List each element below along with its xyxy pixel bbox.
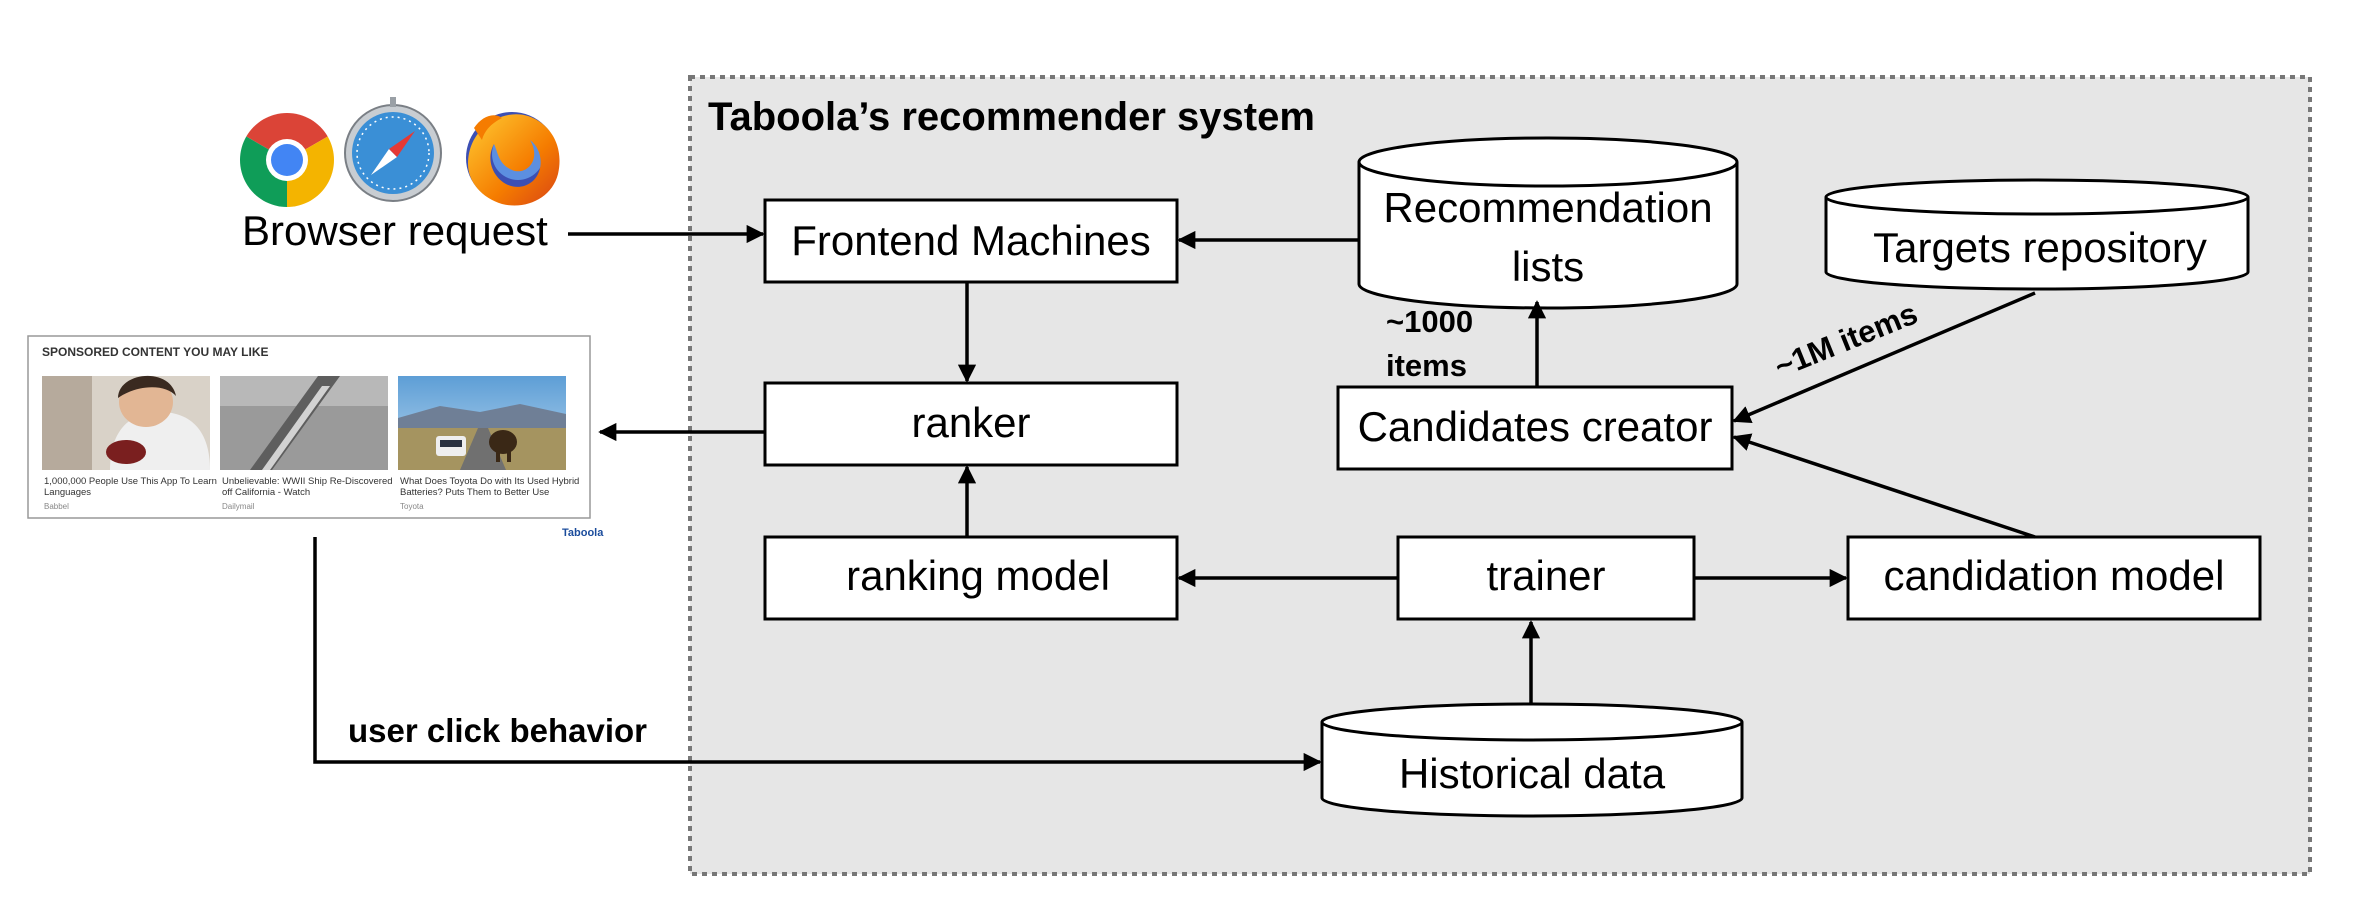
thumbnail-person [42, 375, 210, 470]
ranking-model-label: ranking model [846, 552, 1110, 599]
widget-item-title: off California - Watch [222, 487, 310, 498]
ranker-label: ranker [911, 399, 1030, 446]
widget-item[interactable]: Unbelievable: WWII Ship Re-Discovered of… [220, 376, 393, 511]
candidation-model-node: candidation model [1846, 535, 2262, 621]
trainer-node: trainer [1396, 535, 1696, 621]
targets-repository-store: Targets repository [1824, 178, 2250, 291]
widget-item-title: 1,000,000 People Use This App To Learn [44, 476, 217, 487]
user-click-behavior-label: user click behavior [348, 712, 647, 749]
widget-item-source: Toyota [400, 502, 424, 511]
historical-data-label: Historical data [1399, 750, 1666, 797]
ranker-node: ranker [763, 381, 1179, 467]
widget-item-source: Dailymail [222, 502, 255, 511]
browser-request-label: Browser request [242, 207, 548, 254]
thumbnail-shipwreck [220, 376, 388, 470]
frontend-machines-node: Frontend Machines [763, 198, 1179, 284]
safari-icon [344, 97, 442, 202]
firefox-icon [466, 112, 560, 206]
arrow-candidationmodel-to-creator [1732, 433, 2036, 539]
sponsored-widget[interactable]: SPONSORED CONTENT YOU MAY LIKE 1,000,000… [27, 335, 591, 519]
recommendation-lists-store: Recommendation lists [1357, 136, 1739, 310]
frontend-machines-label: Frontend Machines [791, 217, 1151, 264]
historical-data-store: Historical data [1320, 702, 1744, 818]
widget-item-title: Batteries? Puts Them to Better Use [400, 487, 549, 498]
ranking-model-node: ranking model [763, 535, 1179, 621]
candidates-creator-node: Candidates creator [1336, 385, 1734, 471]
arrow-click-behavior-to-historical [313, 537, 1322, 772]
candidates-count-label-line1: ~1000 [1386, 304, 1473, 339]
widget-item-title: What Does Toyota Do with Its Used Hybrid [400, 476, 579, 487]
widget-item[interactable]: What Does Toyota Do with Its Used Hybrid… [398, 376, 579, 511]
targets-repository-label: Targets repository [1873, 224, 2207, 271]
taboola-logo: Taboola [562, 527, 604, 539]
recommendation-lists-label-line2: lists [1512, 243, 1584, 290]
recommendation-lists-label-line1: Recommendation [1383, 184, 1712, 231]
widget-item-source: Babbel [44, 502, 69, 511]
widget-item[interactable]: 1,000,000 People Use This App To Learn L… [42, 375, 217, 511]
widget-heading: SPONSORED CONTENT YOU MAY LIKE [42, 345, 268, 359]
candidation-model-label: candidation model [1884, 552, 2225, 599]
widget-item-title: Languages [44, 487, 91, 498]
chrome-icon [240, 113, 334, 207]
candidates-creator-label: Candidates creator [1358, 403, 1713, 450]
arrow-targets-to-creator [1732, 291, 2036, 423]
system-title: Taboola’s recommender system [708, 95, 1315, 139]
widget-item-title: Unbelievable: WWII Ship Re-Discovered [222, 476, 393, 487]
trainer-label: trainer [1486, 552, 1605, 599]
candidates-count-label-line2: items [1386, 348, 1467, 383]
thumbnail-car-bison [398, 376, 566, 470]
